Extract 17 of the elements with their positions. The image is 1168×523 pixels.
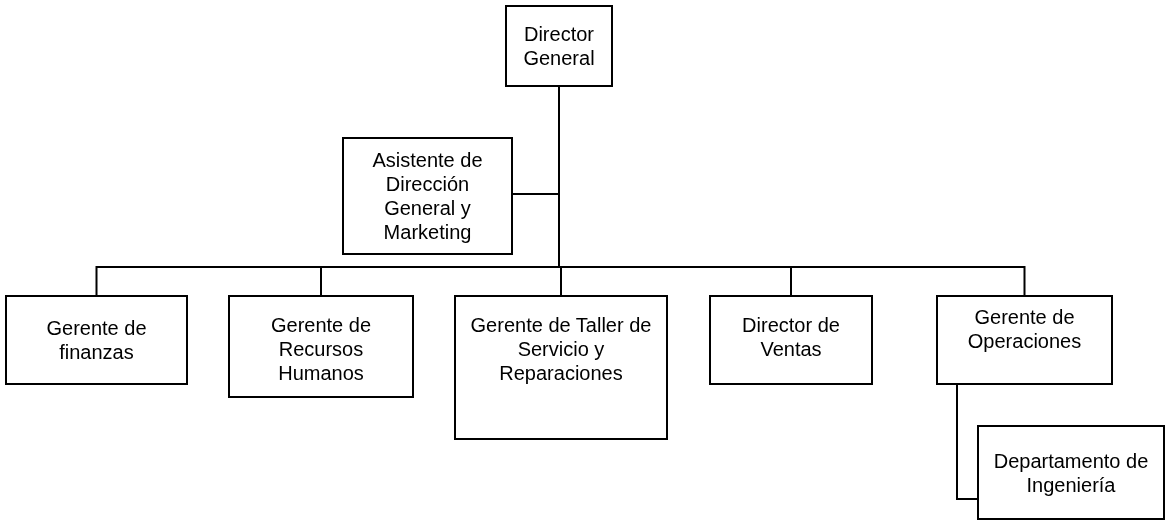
org-box xyxy=(5,295,188,385)
role-title: Director General xyxy=(522,22,596,70)
org-box xyxy=(454,295,668,440)
role-title: Director de Ventas xyxy=(741,313,841,361)
org-box xyxy=(709,295,873,385)
role-title: Asistente de Dirección General y Marketing xyxy=(371,148,484,244)
role-title: Departamento de Ingeniería xyxy=(992,448,1150,497)
org-box xyxy=(505,5,613,87)
role-title: Gerente de Taller de Servicio y Reparaciones xyxy=(469,313,653,385)
connector-line xyxy=(956,384,978,501)
role-title: Gerente de finanzas xyxy=(45,316,148,364)
role-title: Gerente de Recursos Humanos xyxy=(269,313,373,385)
org-box xyxy=(228,295,414,398)
role-title: Gerente de Operaciones xyxy=(966,305,1083,353)
org-box xyxy=(342,137,513,255)
org-box xyxy=(977,425,1165,520)
org-box xyxy=(936,295,1113,385)
